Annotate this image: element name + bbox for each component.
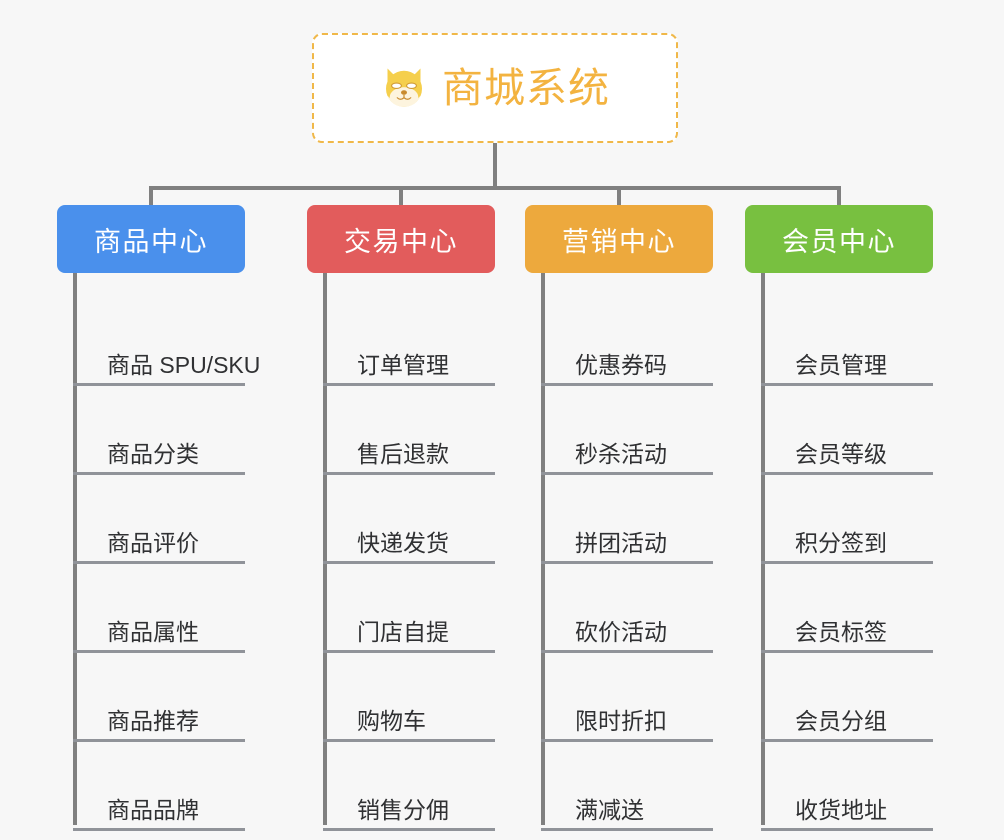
leaf-underline: [73, 739, 245, 742]
drop-connector-4: [837, 186, 841, 208]
leaf-label: 会员分组: [795, 708, 887, 734]
leaf-item[interactable]: 订单管理: [323, 297, 495, 386]
leaf-underline: [761, 828, 933, 831]
leaf-label: 会员标签: [795, 619, 887, 645]
leaf-label: 商品 SPU/SKU: [107, 352, 261, 378]
leaf-item[interactable]: 砍价活动: [541, 564, 713, 653]
leaf-underline: [73, 472, 245, 475]
leaf-item[interactable]: 秒杀活动: [541, 386, 713, 475]
leaf-label: 优惠券码: [575, 352, 667, 378]
leaf-item[interactable]: 商品 SPU/SKU: [73, 297, 261, 386]
branch-column-trade: 交易中心 订单管理 售后退款 快递发货 门店自提 购物车: [307, 205, 495, 831]
tree-spine-connector: [149, 186, 841, 190]
leaf-item[interactable]: 购物车: [323, 653, 495, 742]
leaf-list-member: 会员管理 会员等级 积分签到 会员标签 会员分组 收货地址: [761, 273, 933, 831]
leaf-underline: [323, 828, 495, 831]
leaf-label: 门店自提: [357, 619, 449, 645]
leaf-underline: [73, 383, 245, 386]
leaf-underline: [761, 739, 933, 742]
branch-trunk-marketing: [541, 273, 545, 825]
leaf-underline: [323, 739, 495, 742]
leaf-item[interactable]: 门店自提: [323, 564, 495, 653]
leaf-item[interactable]: 优惠券码: [541, 297, 713, 386]
leaf-label: 满减送: [575, 797, 644, 823]
leaf-label: 商品推荐: [107, 708, 199, 734]
branch-trunk-trade: [323, 273, 327, 825]
leaf-underline: [761, 472, 933, 475]
leaf-label: 积分签到: [795, 530, 887, 556]
leaf-label: 拼团活动: [575, 530, 667, 556]
leaf-label: 秒杀活动: [575, 441, 667, 467]
leaf-label: 商品评价: [107, 530, 199, 556]
leaf-item[interactable]: 会员分组: [761, 653, 933, 742]
leaf-item[interactable]: 商品品牌: [73, 742, 245, 831]
leaf-underline: [73, 650, 245, 653]
leaf-underline: [761, 561, 933, 564]
leaf-underline: [541, 828, 713, 831]
leaf-item[interactable]: 会员标签: [761, 564, 933, 653]
branch-column-marketing: 营销中心 优惠券码 秒杀活动 拼团活动 砍价活动 限时折扣: [525, 205, 713, 831]
leaf-label: 商品属性: [107, 619, 199, 645]
shiba-dog-face-icon: [386, 68, 422, 107]
drop-connector-1: [149, 186, 153, 208]
leaf-list-trade: 订单管理 售后退款 快递发货 门店自提 购物车 销售分佣: [323, 273, 495, 831]
leaf-item[interactable]: 商品分类: [73, 386, 245, 475]
branch-header-member[interactable]: 会员中心: [745, 205, 933, 273]
leaf-item[interactable]: 销售分佣: [323, 742, 495, 831]
leaf-item[interactable]: 售后退款: [323, 386, 495, 475]
leaf-list-product: 商品 SPU/SKU 商品分类 商品评价 商品属性 商品推荐 商品品牌: [73, 273, 261, 831]
branch-trunk-product: [73, 273, 77, 825]
leaf-underline: [541, 383, 713, 386]
leaf-underline: [541, 650, 713, 653]
leaf-underline: [73, 828, 245, 831]
leaf-label: 订单管理: [357, 352, 449, 378]
leaf-underline: [541, 472, 713, 475]
leaf-label: 销售分佣: [357, 797, 449, 823]
branch-header-trade[interactable]: 交易中心: [307, 205, 495, 273]
leaf-label: 购物车: [357, 708, 426, 734]
leaf-item[interactable]: 会员等级: [761, 386, 933, 475]
branch-header-product[interactable]: 商品中心: [57, 205, 245, 273]
branch-column-product: 商品中心 商品 SPU/SKU 商品分类 商品评价 商品属性 商品推荐: [57, 205, 261, 831]
leaf-item[interactable]: 会员管理: [761, 297, 933, 386]
leaf-underline: [541, 561, 713, 564]
leaf-item[interactable]: 快递发货: [323, 475, 495, 564]
leaf-label: 会员等级: [795, 441, 887, 467]
leaf-item[interactable]: 拼团活动: [541, 475, 713, 564]
leaf-underline: [323, 472, 495, 475]
root-title: 商城系统: [442, 64, 610, 111]
leaf-underline: [761, 650, 933, 653]
leaf-underline: [323, 650, 495, 653]
leaf-item[interactable]: 限时折扣: [541, 653, 713, 742]
leaf-item[interactable]: 商品属性: [73, 564, 245, 653]
leaf-label: 商品分类: [107, 441, 199, 467]
leaf-underline: [323, 383, 495, 386]
leaf-underline: [761, 383, 933, 386]
leaf-underline: [73, 561, 245, 564]
leaf-label: 商品品牌: [107, 797, 199, 823]
root-node[interactable]: 商城系统: [312, 33, 678, 143]
leaf-item[interactable]: 满减送: [541, 742, 713, 831]
drop-connector-3: [617, 186, 621, 208]
leaf-underline: [541, 739, 713, 742]
drop-connector-2: [399, 186, 403, 208]
leaf-label: 快递发货: [357, 530, 449, 556]
branch-column-member: 会员中心 会员管理 会员等级 积分签到 会员标签 会员分组: [745, 205, 933, 831]
leaf-item[interactable]: 收货地址: [761, 742, 933, 831]
leaf-underline: [323, 561, 495, 564]
branch-trunk-member: [761, 273, 765, 825]
leaf-label: 会员管理: [795, 352, 887, 378]
leaf-item[interactable]: 商品推荐: [73, 653, 245, 742]
root-stem-connector: [493, 143, 497, 189]
leaf-item[interactable]: 商品评价: [73, 475, 245, 564]
leaf-list-marketing: 优惠券码 秒杀活动 拼团活动 砍价活动 限时折扣 满减送: [541, 273, 713, 831]
leaf-label: 收货地址: [795, 797, 887, 823]
leaf-label: 限时折扣: [575, 708, 667, 734]
leaf-label: 售后退款: [357, 441, 449, 467]
branch-header-marketing[interactable]: 营销中心: [525, 205, 713, 273]
leaf-label: 砍价活动: [575, 619, 667, 645]
leaf-item[interactable]: 积分签到: [761, 475, 933, 564]
